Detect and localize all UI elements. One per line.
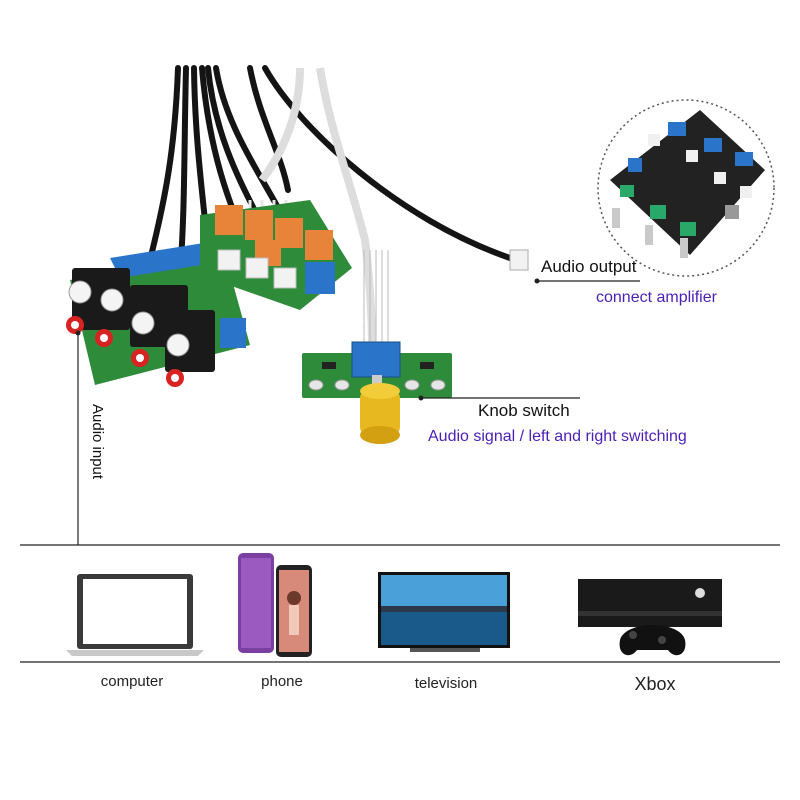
knob-board [302,341,452,444]
knob-switch-label: Knob switch [478,401,570,420]
audio-output-label: Audio output [541,257,637,276]
device-label-xbox: Xbox [634,674,676,694]
device-label-computer: computer [100,673,164,690]
amplifier-board [597,99,775,277]
relay-board [200,200,352,310]
knob-switch-description: Audio signal / left and right switching [428,428,687,445]
callout-lines [77,280,640,545]
device-label-television: television [414,675,478,692]
connect-amplifier-label: connect amplifier [596,289,717,306]
device-label-phone: phone [261,673,303,690]
black-cables [147,65,513,293]
audio-input-label: Audio input [89,404,106,480]
